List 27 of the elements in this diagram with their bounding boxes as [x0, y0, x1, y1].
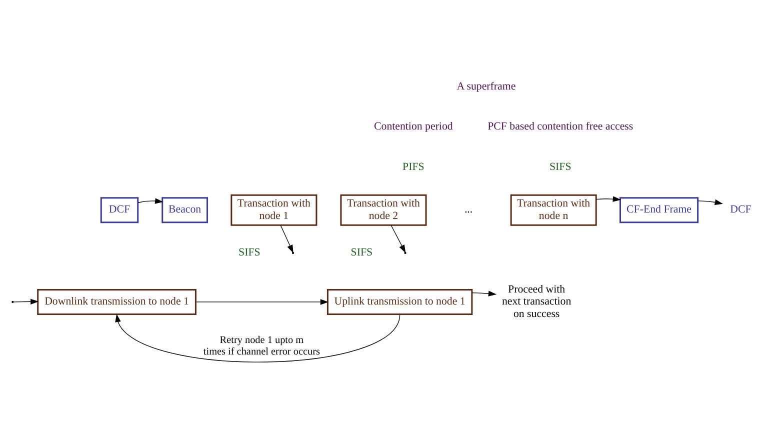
node-box: Transaction with node 1: [230, 194, 318, 226]
label: A superframe: [456, 80, 516, 93]
arrow: [13, 298, 39, 304]
label: PCF based contention free access: [488, 120, 634, 133]
label: SIFS: [350, 246, 373, 259]
node-box: Transaction with node 2: [340, 194, 427, 226]
arrow: [115, 314, 400, 362]
label: PIFS: [402, 160, 424, 173]
node-box: DCF: [100, 197, 139, 224]
arrow: [596, 196, 622, 202]
label: ...: [464, 204, 473, 216]
label: SIFS: [549, 160, 572, 173]
node-box: Beacon: [162, 197, 208, 224]
arrow: [138, 198, 164, 204]
edge-label: Retry node 1 upto m times if channel error occurs: [203, 334, 320, 358]
node-box: Downlink transmission to node 1: [37, 288, 196, 315]
node-box: CF-End Frame: [620, 197, 699, 224]
arrow: [195, 299, 329, 305]
arrow: [472, 290, 497, 296]
label: Contention period: [374, 120, 453, 133]
node-text: Proceed with next transaction on success: [502, 283, 572, 320]
arrow: [280, 224, 294, 254]
node-box: Uplink transmission to node 1: [326, 288, 473, 315]
node-text: DCF: [730, 204, 752, 216]
label: SIFS: [238, 246, 260, 259]
node-box: Transaction with node n: [510, 194, 597, 226]
arrow: [698, 199, 723, 205]
